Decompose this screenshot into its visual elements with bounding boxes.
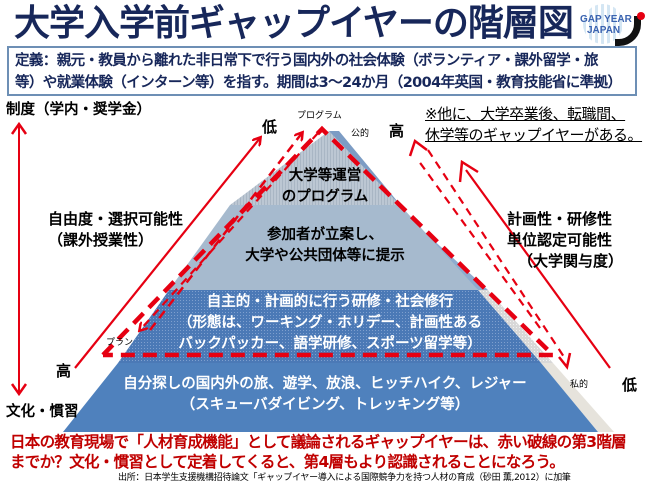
- layer-3-line-3: バックパッカー、語学研修、スポーツ留学等）: [178, 336, 482, 352]
- right-dimension-label-1: 計画性・研修性: [507, 210, 613, 228]
- program-label: プログラム: [297, 111, 342, 121]
- logo-text-line2: JAPAN: [587, 25, 621, 36]
- note-line-1: ※他に、大学卒業後、転職間、: [425, 105, 626, 123]
- layer-4-line-1: 自分探しの国内外の旅、遊学、放浪、ヒッチハイク、レジャー: [123, 376, 527, 392]
- gap-year-japan-logo: GAP YEAR JAPAN: [575, 4, 647, 48]
- layer-2-line-2: 大学や公共団体等に提示: [245, 248, 405, 264]
- right-dimension-label-2: 単位認定可能性: [507, 231, 613, 249]
- pyramid-shadow-bottom: [541, 363, 614, 432]
- public-label: 公的: [351, 129, 370, 139]
- left-dimension-label-1: 自由度・選択可能性: [48, 210, 184, 228]
- pyramid-layer-3: [118, 290, 541, 363]
- right-low-label: 低: [622, 376, 638, 394]
- other-gap-year-note: ※他に、大学卒業後、転職間、 休学等のギャップイヤーがある。: [425, 104, 643, 146]
- layer-3-text: 自主的・計画的に行う研修・社会修行 （形態は、ワーキング・ホリデー、計画性ある …: [150, 292, 510, 355]
- right-dimension-label-3: （大学関与度）: [518, 252, 624, 270]
- left-dimension-label-2: （課外授業性）: [48, 231, 154, 249]
- left-dashed-arrow-up: [149, 133, 302, 331]
- right-solid-arrow: [465, 169, 611, 369]
- left-high-label: 高: [56, 362, 72, 380]
- left-axis-top-label: 制度（学内・奨学金）: [6, 102, 151, 118]
- page-title: 大学入学前ギャップイヤーの階層図: [14, 3, 574, 44]
- pyramid-layer-1: [230, 131, 400, 205]
- top-three-layers-dashed-outline: [101, 125, 559, 358]
- layer-1-text: 大学等運営 のプログラム: [240, 166, 410, 208]
- pyramid-layer-2: [169, 205, 478, 290]
- layer-1-line-2: のプログラム: [281, 189, 369, 205]
- layer-3-line-1: 自主的・計画的に行う研修・社会修行: [206, 294, 454, 310]
- conclusion-line-1: 日本の教育現場で「人材育成機能」として議論されるギャップイヤーは、赤い破線の第3…: [10, 433, 627, 451]
- layer-4-line-2: （スキューバダイビング、トレッキング等）: [180, 397, 470, 413]
- pyramid-layer-4: [63, 363, 598, 432]
- conclusion-text: 日本の教育現場で「人材育成機能」として議論されるギャップイヤーは、赤い破線の第3…: [10, 432, 627, 472]
- plan-label: プラン: [106, 338, 134, 348]
- left-axis-bottom-label: 文化・慣習: [6, 404, 79, 420]
- definition-line-1: 定義：親元・教員から離れた非日常下で行う国内外の社会体験（ボランティア・課外留学…: [15, 53, 599, 69]
- source-citation: 出所：日本学生支援機構招待論文「ギャップイヤー導入による国際競争力を持つ人材の育…: [118, 473, 571, 483]
- left-solid-arrow: [74, 138, 260, 369]
- layer-1-line-1: 大学等運営: [288, 168, 362, 184]
- layer-2-text: 参加者が立案し、 大学や公共団体等に提示: [200, 225, 450, 267]
- logo-red-dot-icon: [637, 12, 645, 20]
- logo-text-line1: GAP YEAR: [580, 14, 632, 25]
- right-dashed-arrow-up: [417, 159, 541, 329]
- logo-j-hook-icon: [615, 16, 641, 46]
- note-line-2: 休学等のギャップイヤーがある。: [425, 126, 643, 144]
- right-high-label: 高: [389, 122, 405, 140]
- definition-line-2: 等）や就業体験（インターン等）を指す。期間は3～24か月（2004年英国・教育技…: [15, 75, 622, 91]
- definition-box: 定義：親元・教員から離れた非日常下で行う国内外の社会体験（ボランティア・課外留学…: [7, 46, 637, 96]
- conclusion-line-2: までか？文化・慣習として定着してくると、第4層もより認識されることになろう。: [10, 453, 565, 471]
- layer-4-text: 自分探しの国内外の旅、遊学、放浪、ヒッチハイク、レジャー （スキューバダイビング…: [95, 374, 555, 416]
- pyramid-shadow-layer3: [478, 290, 553, 363]
- private-label: 私的: [570, 380, 589, 390]
- left-low-label: 低: [262, 118, 278, 136]
- layer-3-line-2: （形態は、ワーキング・ホリデー、計画性ある: [178, 315, 482, 331]
- layer-2-line-1: 参加者が立案し、: [267, 227, 383, 243]
